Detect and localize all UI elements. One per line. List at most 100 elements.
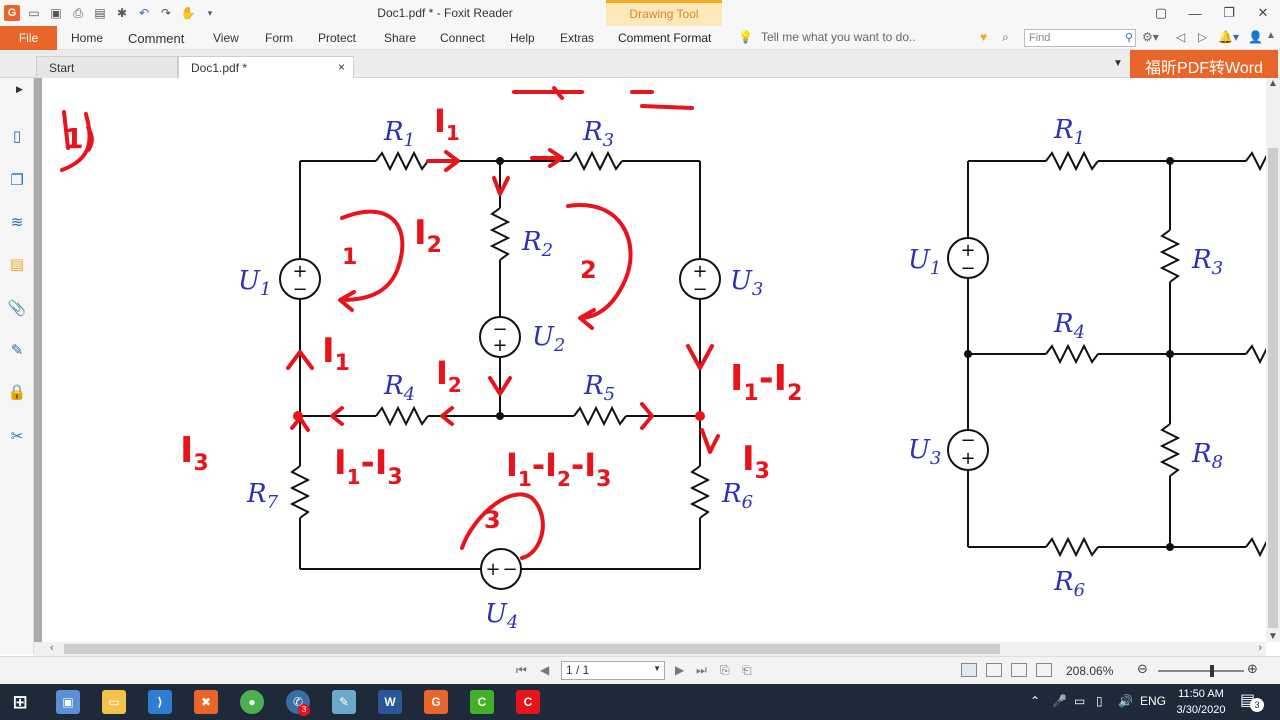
menu-form[interactable]: Form — [265, 31, 293, 45]
zoom-level[interactable]: 208.06% — [1066, 664, 1114, 678]
user-account-icon[interactable]: 👤 — [1248, 30, 1263, 44]
zoom-slider-thumb[interactable] — [1210, 665, 1214, 677]
vscode-icon[interactable]: ⟩ — [148, 690, 172, 714]
scroll-down-icon[interactable]: ▼ — [1268, 631, 1278, 642]
undo-icon[interactable]: ↶ — [138, 6, 150, 20]
xampp-icon[interactable]: ✖ — [194, 690, 218, 714]
open-folder-icon[interactable]: ▭ — [28, 6, 40, 20]
vertical-scroll-thumb[interactable] — [1268, 148, 1278, 628]
pages-icon[interactable]: ❐ — [10, 172, 24, 189]
label-r2-sub: 2 — [541, 240, 553, 261]
layers-icon[interactable]: ≋ — [10, 214, 24, 231]
svg-text:R3: R3 — [582, 117, 614, 151]
search-icon[interactable]: ⚲ — [1124, 32, 1133, 44]
tab-start[interactable]: Start — [36, 56, 178, 78]
horizontal-scrollbar[interactable]: ‹ › — [34, 642, 1266, 656]
tab-doc1[interactable]: Doc1.pdf * × — [178, 56, 354, 78]
document-view[interactable]: +− +− −+ +− R1 R3 R2 U1 U3 U2 R4 R5 — [34, 78, 1266, 642]
menu-connect[interactable]: Connect — [440, 31, 485, 45]
menu-extras[interactable]: Extras — [560, 31, 595, 45]
clock-date[interactable]: 3/30/2020 — [1176, 704, 1226, 716]
menu-view[interactable]: View — [213, 31, 239, 45]
file-menu[interactable]: File — [0, 26, 57, 50]
next-view-icon[interactable]: ⎗ — [742, 663, 752, 677]
tray-expand-icon[interactable]: ⌃ — [1030, 694, 1041, 708]
signature-icon[interactable]: ✎ — [10, 342, 24, 359]
page-number-field[interactable]: 1 / 1 ▼ — [561, 661, 665, 680]
tell-me-search[interactable]: 💡 Tell me what you want to do.. — [738, 30, 916, 44]
scroll-right-icon[interactable]: › — [1258, 642, 1262, 654]
battery-icon[interactable]: ▯ — [1096, 694, 1103, 708]
new-icon[interactable]: ✱ — [116, 6, 128, 20]
menu-comment-format[interactable]: Comment Format — [618, 31, 712, 45]
word-icon[interactable]: W — [378, 690, 402, 714]
input-language[interactable]: ENG — [1140, 694, 1167, 708]
pdf-to-word-button[interactable]: 福昕PDF转Word — [1130, 50, 1278, 78]
chrome-icon[interactable]: ● — [240, 690, 264, 714]
find-input[interactable]: Find ⚲ — [1024, 29, 1136, 47]
svg-text:−: − — [960, 430, 975, 451]
zoom-in-icon[interactable]: ⊕ — [1247, 661, 1258, 676]
page-dropdown-icon[interactable]: ▼ — [653, 664, 661, 673]
windows-start-icon[interactable]: ⊞ — [12, 691, 28, 712]
menu-help[interactable]: Help — [510, 31, 535, 45]
close-tab-icon[interactable]: × — [337, 60, 345, 74]
prev-page-icon[interactable]: ◀ — [540, 663, 550, 677]
prev-result-icon[interactable]: ◁ — [1176, 30, 1186, 44]
settings-icon[interactable]: ⚙▾ — [1142, 30, 1159, 44]
volume-icon[interactable]: 🔊 — [1118, 694, 1133, 708]
tools-search-icon[interactable]: ✂ — [10, 428, 24, 445]
foxit-app-icon[interactable]: G — [4, 5, 20, 21]
recorder-icon[interactable]: C — [516, 690, 540, 714]
clock-time[interactable]: 11:50 AM — [1178, 688, 1224, 700]
security-lock-icon[interactable]: 🔒 — [7, 384, 27, 401]
next-page-icon[interactable]: ▶ — [675, 663, 685, 677]
foxit-taskbar-icon[interactable]: G — [424, 690, 448, 714]
continuous-view-icon[interactable] — [986, 663, 1002, 677]
hand-tool-icon[interactable]: ✋ — [180, 6, 196, 20]
notepad-icon[interactable]: ✎ — [332, 690, 356, 714]
minimize-button[interactable]: — — [1188, 5, 1202, 21]
taskbar-app-box-icon[interactable]: ▣ — [56, 690, 80, 714]
file-explorer-icon[interactable]: ▭ — [102, 690, 126, 714]
zoom-out-icon[interactable]: ⊖ — [1137, 661, 1148, 676]
find-options-icon[interactable]: ⌕ — [1002, 30, 1009, 44]
svg-text:R3: R3 — [1191, 245, 1223, 279]
first-page-icon[interactable]: ⏮ — [516, 663, 527, 677]
expand-pane-icon[interactable]: ▶ — [16, 84, 23, 94]
redo-icon[interactable]: ↷ — [160, 6, 172, 20]
vertical-scrollbar[interactable]: ▲ ▼ — [1266, 78, 1280, 642]
continuous-facing-view-icon[interactable] — [1036, 663, 1052, 677]
menu-home[interactable]: Home — [71, 31, 104, 45]
attachments-icon[interactable]: 📎 — [7, 300, 27, 317]
bookmarks-icon[interactable]: ▯ — [12, 128, 22, 145]
scroll-left-icon[interactable]: ‹ — [50, 642, 54, 654]
scan-icon[interactable]: ▤ — [94, 6, 106, 20]
collapse-ribbon-icon[interactable]: ▲ — [1266, 30, 1276, 41]
ribbon-display-button[interactable]: ▢ — [1154, 5, 1168, 20]
customize-dropdown-icon[interactable]: ▾ — [207, 7, 213, 18]
notification-bell-icon[interactable]: 🔔▾ — [1218, 30, 1239, 44]
heart-icon[interactable]: ♥ — [980, 30, 988, 44]
camtasia-icon[interactable]: C — [470, 690, 494, 714]
zoom-slider[interactable] — [1158, 665, 1244, 677]
tab-list-dropdown-icon[interactable]: ▼ — [1113, 58, 1123, 69]
microphone-icon[interactable]: 🎤 — [1052, 694, 1067, 708]
restore-button[interactable]: ❐ — [1223, 5, 1235, 20]
comments-icon[interactable]: ▤ — [9, 256, 25, 273]
right-circuit-nodes — [964, 157, 1174, 551]
print-icon[interactable]: ⎙ — [73, 5, 83, 20]
menu-comment[interactable]: Comment — [128, 31, 185, 46]
previous-view-icon[interactable]: ⎘ — [720, 663, 730, 677]
close-button[interactable]: ✕ — [1257, 5, 1269, 20]
next-result-icon[interactable]: ▷ — [1198, 30, 1208, 44]
single-page-view-icon[interactable] — [961, 663, 977, 677]
facing-view-icon[interactable] — [1011, 663, 1027, 677]
menu-share[interactable]: Share — [384, 31, 417, 45]
scroll-up-icon[interactable]: ▲ — [1268, 78, 1278, 89]
save-icon[interactable]: ▣ — [50, 6, 62, 20]
menu-protect[interactable]: Protect — [318, 31, 357, 45]
network-icon[interactable]: ▭ — [1074, 694, 1086, 708]
horizontal-scroll-thumb[interactable] — [64, 644, 1000, 654]
last-page-icon[interactable]: ⏭ — [696, 663, 707, 677]
